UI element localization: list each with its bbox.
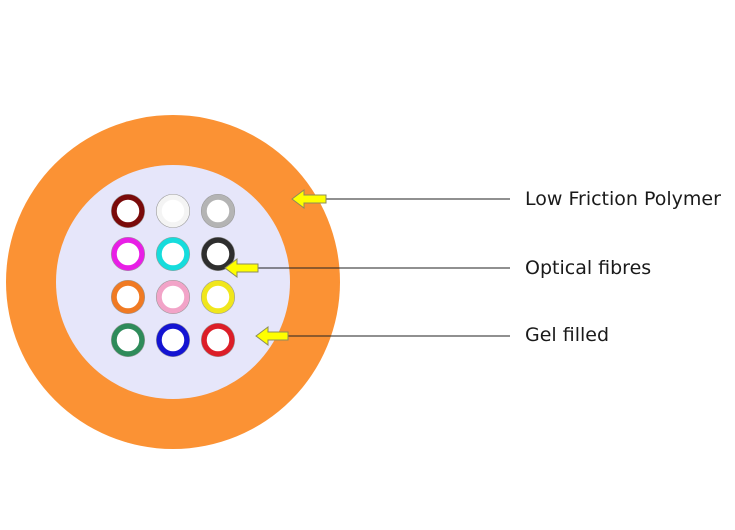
optical-fibre-r3-c3 bbox=[201, 280, 235, 314]
label-gel-filled: Gel filled bbox=[525, 324, 610, 346]
label-low-friction-polymer: Low Friction Polymer bbox=[525, 188, 721, 210]
optical-fibre-outline-r2-c3 bbox=[200, 236, 236, 272]
optical-fibre-outline-r2-c1 bbox=[110, 236, 146, 272]
optical-fibre-r2-c2 bbox=[156, 237, 190, 271]
optical-fibre-r2-c3 bbox=[201, 237, 235, 271]
optical-fibre-outline-r1-c2 bbox=[155, 193, 191, 229]
optical-fibre-r1-c3 bbox=[201, 194, 235, 228]
optical-fibre-outline-r2-c2 bbox=[155, 236, 191, 272]
optical-fibre-outline-r4-c1 bbox=[110, 322, 146, 358]
optical-fibre-outline-r3-c1 bbox=[110, 279, 146, 315]
optical-fibre-r3-c2 bbox=[156, 280, 190, 314]
optical-fibre-outline-r1-c1 bbox=[110, 193, 146, 229]
optical-fibre-r4-c2 bbox=[156, 323, 190, 357]
optical-fibre-outline-r3-c2 bbox=[155, 279, 191, 315]
arrow-optical-fibres bbox=[224, 258, 259, 278]
optical-fibre-outline-r4-c2 bbox=[155, 322, 191, 358]
arrow-low-friction-polymer bbox=[291, 189, 327, 209]
optical-fibre-outline-r1-c3 bbox=[200, 193, 236, 229]
optical-fibre-r4-c3 bbox=[201, 323, 235, 357]
optical-fibre-outline-r4-c3 bbox=[200, 322, 236, 358]
optical-fibre-r1-c1 bbox=[111, 194, 145, 228]
optical-fibre-outline-r3-c3 bbox=[200, 279, 236, 315]
label-optical-fibres: Optical fibres bbox=[525, 257, 652, 279]
optical-fibre-r3-c1 bbox=[111, 280, 145, 314]
optical-fibre-r1-c2 bbox=[156, 194, 190, 228]
arrow-gel-filled bbox=[255, 326, 289, 346]
optical-fibre-r4-c1 bbox=[111, 323, 145, 357]
optical-fibre-r2-c1 bbox=[111, 237, 145, 271]
optical-fibre-grid bbox=[110, 193, 236, 358]
